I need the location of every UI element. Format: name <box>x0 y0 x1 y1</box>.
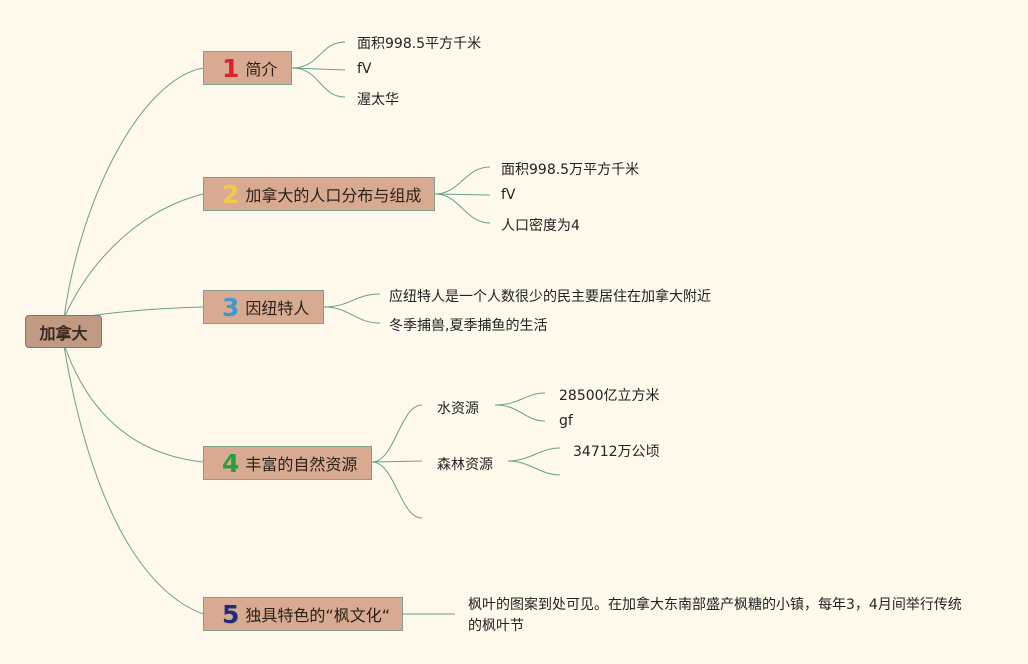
leaf-node[interactable]: 冬季捕兽,夏季捕鱼的生活 <box>389 318 548 334</box>
number-badge-1: 1 <box>222 53 240 83</box>
subtopic-water[interactable]: 水资源 <box>437 401 479 417</box>
topic-node-2[interactable]: 2 加拿大的人口分布与组成 <box>203 177 435 211</box>
leaf-node[interactable]: 渥太华 <box>357 92 399 108</box>
number-badge-2: 2 <box>222 179 240 209</box>
leaf-node[interactable]: 面积998.5万平方千米 <box>501 162 640 178</box>
number-badge-4: 4 <box>222 448 240 478</box>
topic-node-4[interactable]: 4 丰富的自然资源 <box>203 446 372 480</box>
leaf-node[interactable]: 应纽特人是一个人数很少的民主要居住在加拿大附近 <box>389 289 711 305</box>
topic-label-2: 加拿大的人口分布与组成 <box>245 186 422 205</box>
root-node[interactable]: 加拿大 <box>25 315 102 348</box>
topic-node-5[interactable]: 5 独具特色的“枫文化“ <box>203 597 403 631</box>
leaf-node[interactable]: 面积998.5平方千米 <box>357 36 482 52</box>
leaf-node[interactable]: gf <box>559 413 573 429</box>
leaf-node[interactable]: fV <box>501 187 516 203</box>
number-badge-3: 3 <box>222 292 240 322</box>
leaf-node[interactable]: 枫叶的图案到处可见。在加拿大东南部盛产枫糖的小镇，每年3，4月间举行传统的枫叶节 <box>468 597 962 634</box>
leaf-node[interactable]: 28500亿立方米 <box>559 388 660 404</box>
number-badge-5: 5 <box>222 599 240 629</box>
subtopic-forest[interactable]: 森林资源 <box>437 457 493 473</box>
leaf-node[interactable]: fV <box>357 61 372 77</box>
root-label: 加拿大 <box>39 323 88 343</box>
topic-label-1: 简介 <box>245 60 278 79</box>
topic-node-1[interactable]: 1 简介 <box>203 51 292 85</box>
topic-label-3: 因纽特人 <box>245 299 310 318</box>
topic-label-5: 独具特色的“枫文化“ <box>245 606 390 625</box>
topic-node-3[interactable]: 3 因纽特人 <box>203 290 324 324</box>
leaf-node[interactable]: 34712万公顷 <box>573 444 660 460</box>
topic-label-4: 丰富的自然资源 <box>245 455 358 474</box>
leaf-node[interactable]: 人口密度为4 <box>501 218 580 234</box>
